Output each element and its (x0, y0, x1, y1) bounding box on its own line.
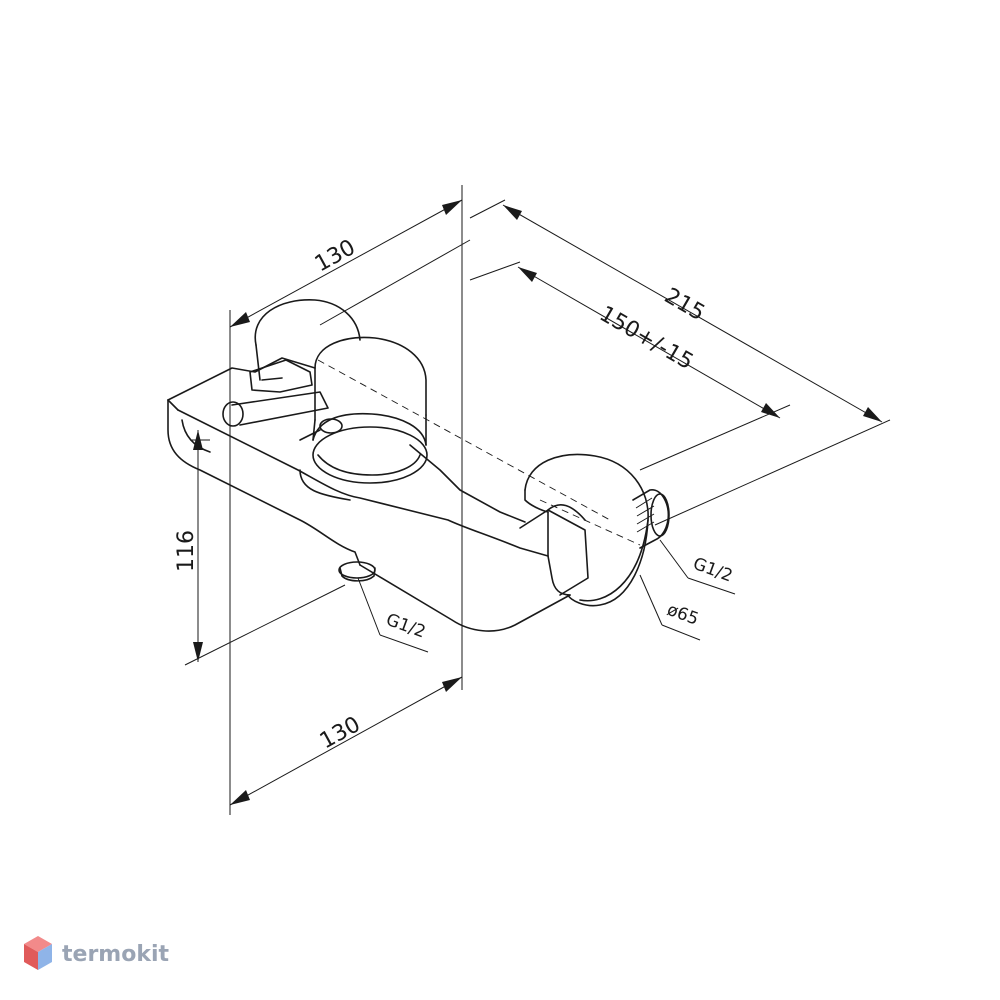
dim-215-label: 215 (660, 284, 709, 327)
leader-lines (357, 539, 736, 653)
right-thread-inlet (632, 489, 670, 549)
dimension-130-bottom (229, 676, 463, 806)
lever-handle (222, 359, 329, 427)
flange-diameter-label: ø65 (664, 600, 701, 630)
dim-116-label: 116 (174, 530, 199, 572)
left-wall-flange (254, 299, 361, 381)
mixer-body (167, 357, 571, 632)
bottom-outlet (338, 561, 376, 582)
dimension-130-top (229, 199, 463, 328)
dimension-215 (502, 204, 883, 423)
right-wall-flange (524, 453, 649, 607)
dim-130-bottom-label: 130 (316, 712, 365, 754)
dim-130-top-label: 130 (311, 235, 360, 277)
outlet-thread-label: G1/2 (690, 554, 735, 587)
logo-cube-left (24, 944, 38, 970)
watermark-text: termokit (62, 942, 169, 967)
extension-lines (184, 185, 891, 815)
handle-cartridge (299, 336, 428, 484)
watermark-logo: termokit (24, 936, 169, 970)
dimension-150 (517, 266, 781, 419)
logo-cube-right (38, 944, 52, 970)
right-eccentric-connector (519, 504, 589, 596)
hidden-lines (317, 359, 641, 620)
inlet-thread-label: G1/2 (383, 610, 428, 643)
